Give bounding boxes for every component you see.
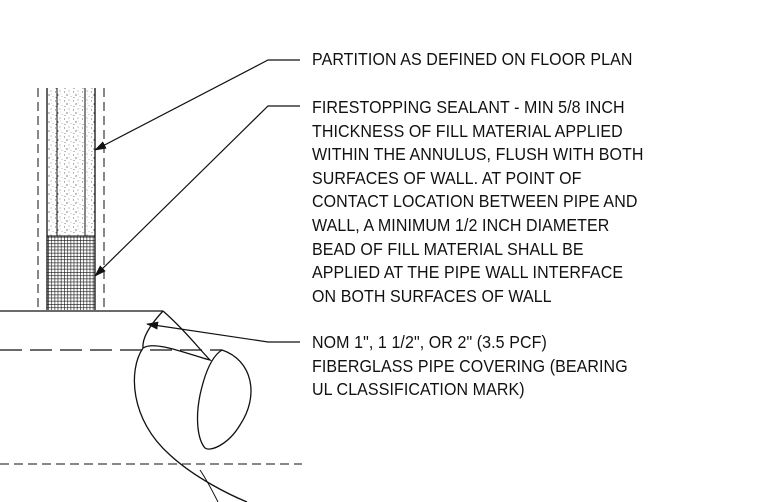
note-pipe-covering: NOM 1", 1 1/2", OR 2" (3.5 PCF) FIBERGLA… [312,331,628,402]
wall-gypsum-infill [47,88,95,236]
leader-firestopping [94,105,300,277]
covering-cut-inner-curve [142,310,164,349]
note-line: FIRESTOPPING SEALANT - MIN 5/8 INCH [312,97,625,117]
note-line: PARTITION AS DEFINED ON FLOOR PLAN [312,49,633,69]
note-line: FIBERGLASS PIPE COVERING (BEARING [312,355,628,376]
pipe-and-covering [0,310,302,502]
leader-partition [94,59,300,151]
note-line: UL CLASSIFICATION MARK) [312,379,525,400]
note-line: APPLIED AT THE PIPE WALL INTERFACE [312,262,624,283]
note-line: CONTACT LOCATION BETWEEN PIPE AND [312,191,638,212]
partition-wall [37,88,105,310]
note-line: BEAD OF FILL MATERIAL SHALL BE [312,238,584,259]
leader-pipe-covering [146,321,300,343]
pipe-bottom-curve [199,469,219,502]
note-line: THICKNESS OF FILL MATERIAL APPLIED [312,120,623,141]
note-firestopping-sealant: FIRESTOPPING SEALANT - MIN 5/8 INCH THIC… [312,96,644,308]
note-line: WITHIN THE ANNULUS, FLUSH WITH BOTH [312,144,644,165]
leaders [94,59,300,343]
covering-cut-outer-curve [133,310,248,502]
note-partition: PARTITION AS DEFINED ON FLOOR PLAN [312,48,633,72]
firestop-sealant-infill [47,236,95,310]
note-line: WALL, A MINIMUM 1/2 INCH DIAMETER [312,214,610,235]
pipe-end-ellipse [196,349,252,450]
note-line: NOM 1", 1 1/2", OR 2" (3.5 PCF) [312,332,547,352]
note-line: ON BOTH SURFACES OF WALL [312,285,552,306]
note-line: SURFACES OF WALL. AT POINT OF [312,167,582,188]
